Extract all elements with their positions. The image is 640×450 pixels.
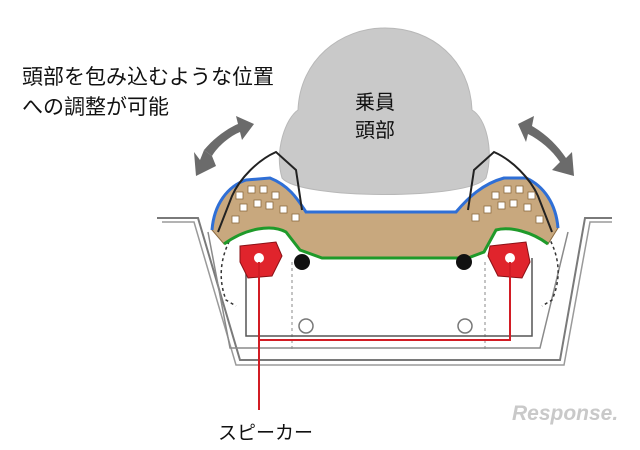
watermark-logo: Response. [512,402,619,425]
inner-box [245,258,533,337]
wing-dashed-right [541,235,559,307]
foam-blocks-left [231,185,300,224]
caption-line-1: 頭部を包み込むような位置 [22,65,274,89]
adjust-arrow-right [518,116,574,176]
adjust-arrow-left [194,116,254,176]
speaker-right-cone [505,253,515,263]
speaker-label: スピーカー [218,422,314,444]
seat-frame-inner [162,221,612,366]
head-label: 乗員 頭部 [340,88,410,144]
seat-shell [207,231,569,349]
speaker-wire [258,262,511,410]
adjustment-caption: 頭部を包み込むような位置 への調整が可能 [22,62,274,122]
caption-line-2: への調整が可能 [22,95,169,119]
cushion-top-edge [210,176,560,231]
cushion-bottom-edge [223,226,549,260]
wing-dashed-left [220,235,237,307]
occupant-head [278,27,490,195]
mount-hole-left [298,318,314,334]
foam-blocks-right [471,185,544,224]
seat-frame-outer [157,217,612,361]
wing-outline-left [217,150,303,233]
pivot-left [294,254,310,270]
head-label-line-1: 乗員 [355,90,395,114]
mount-hole-right [457,318,473,334]
wing-outline-right [467,150,553,233]
head-label-line-2: 頭部 [355,118,395,142]
speaker-left-cone [254,253,264,263]
pivot-right [456,254,472,270]
